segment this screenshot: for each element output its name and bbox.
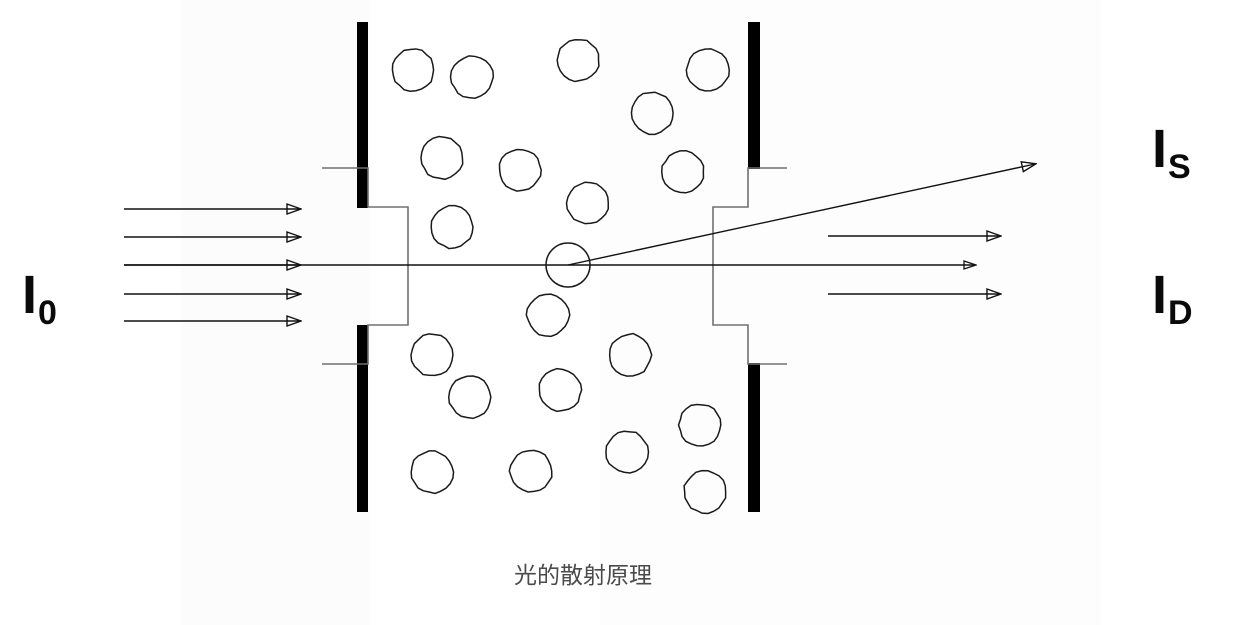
incident-light-label: I0 bbox=[22, 265, 57, 330]
aperture-housings bbox=[322, 167, 787, 365]
left-wall-lower bbox=[357, 325, 368, 512]
particle bbox=[525, 293, 571, 338]
scattered-ray bbox=[567, 164, 1035, 266]
particle bbox=[391, 48, 435, 93]
right-aperture-box bbox=[712, 167, 787, 365]
particle bbox=[683, 469, 727, 515]
diagram-caption: 光的散射原理 bbox=[514, 563, 652, 589]
scattered-light-label: IS bbox=[1152, 119, 1191, 184]
light-rays bbox=[124, 164, 1035, 321]
particle bbox=[660, 149, 705, 194]
right-wall-lower bbox=[748, 363, 760, 512]
particle bbox=[447, 375, 492, 420]
particle bbox=[498, 148, 542, 192]
particle bbox=[410, 450, 455, 495]
particle bbox=[449, 55, 495, 100]
right-wall-upper bbox=[748, 22, 760, 169]
particle bbox=[538, 367, 583, 413]
particle bbox=[685, 48, 731, 92]
transmitted-light-subscript: D bbox=[1168, 294, 1193, 332]
suspended-particles bbox=[391, 39, 731, 515]
particle bbox=[508, 449, 553, 493]
scattered-light-symbol: I bbox=[1152, 119, 1168, 179]
scattering-particle-group bbox=[545, 242, 591, 288]
scattered-light-subscript: S bbox=[1168, 148, 1191, 186]
incident-light-symbol: I bbox=[22, 265, 38, 325]
particle bbox=[677, 403, 722, 447]
particle bbox=[420, 135, 464, 181]
particle bbox=[565, 181, 610, 225]
transmitted-light-label: ID bbox=[1152, 265, 1193, 330]
scattering-particle bbox=[545, 242, 591, 288]
chamber-walls bbox=[357, 22, 760, 512]
transmitted-light-symbol: I bbox=[1152, 265, 1168, 325]
particle bbox=[556, 39, 600, 83]
incident-light-subscript: 0 bbox=[38, 294, 57, 332]
particle bbox=[608, 332, 653, 377]
particle bbox=[430, 204, 474, 250]
left-aperture-box bbox=[322, 167, 409, 365]
particle bbox=[630, 91, 674, 136]
particle bbox=[605, 430, 650, 474]
particle bbox=[410, 333, 454, 377]
left-wall-upper bbox=[357, 22, 368, 208]
